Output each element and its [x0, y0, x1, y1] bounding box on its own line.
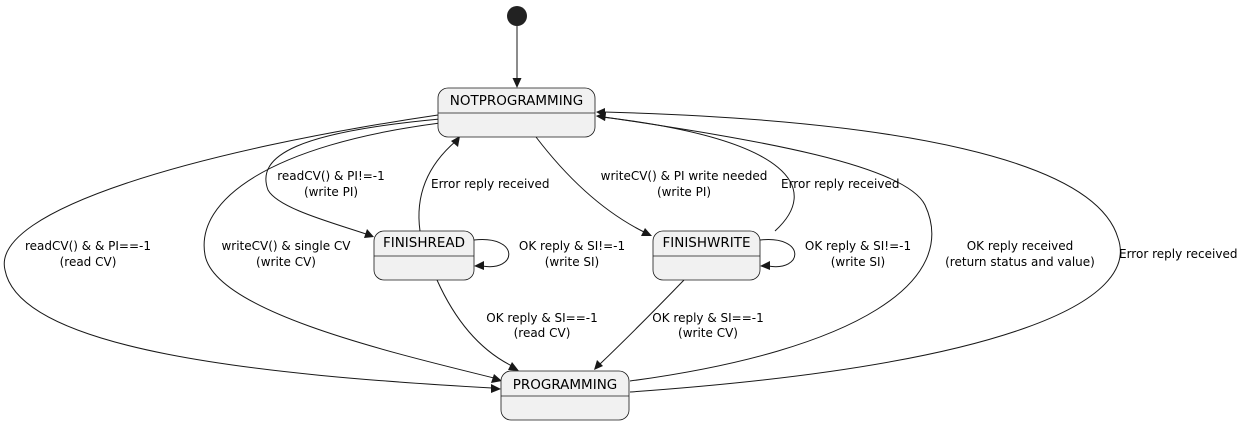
- edge-label-line: OK reply & SI==-1: [486, 311, 597, 325]
- edge-label-line: readCV() & PI!=-1: [277, 169, 385, 183]
- edge-finishwrite-to-programming: [594, 279, 685, 370]
- edge-label-line: Error reply received: [1119, 247, 1237, 261]
- initial-state-node: [507, 6, 527, 26]
- label-finishread-to-programming: OK reply & SI==-1 (read CV): [486, 311, 597, 340]
- label-finishwrite-to-notprogramming: Error reply received: [781, 177, 899, 191]
- label-programming-to-notprogramming-ok: OK reply received (return status and val…: [945, 239, 1095, 269]
- edge-notprogramming-to-finishwrite: [535, 136, 652, 236]
- label-finishwrite-self-loop: OK reply & SI!=-1 (write SI): [805, 239, 911, 269]
- edge-notprogramming-to-programming-read: [3, 114, 501, 393]
- state-programming: PROGRAMMING: [500, 370, 630, 421]
- edge-label-line: (write PI): [657, 185, 711, 199]
- label-notprogramming-to-finishwrite: writeCV() & PI write needed (write PI): [601, 169, 768, 199]
- edge-label-line: (write CV): [678, 326, 738, 340]
- state-finishread-label: FINISHREAD: [383, 235, 465, 251]
- state-finishwrite: FINISHWRITE: [652, 230, 761, 281]
- edge-label-line: (write CV): [256, 255, 316, 269]
- edge-label-line: (read CV): [514, 326, 571, 340]
- edge-label-line: (write SI): [831, 255, 886, 269]
- state-notprogramming: NOTPROGRAMMING: [437, 87, 596, 138]
- edge-label-line: (return status and value): [945, 255, 1095, 269]
- edge-label-line: (write PI): [304, 185, 358, 199]
- edge-label-line: OK reply & SI==-1: [652, 311, 763, 325]
- edge-finishread-to-programming: [436, 279, 519, 371]
- edge-initial-to-notprogramming: [512, 26, 522, 88]
- edge-label-line: OK reply & SI!=-1: [805, 239, 911, 253]
- edge-label-line: readCV() & & PI==-1: [25, 239, 151, 253]
- edge-finishread-self-loop: [473, 239, 510, 270]
- label-notprogramming-to-finishread: readCV() & PI!=-1 (write PI): [277, 169, 385, 199]
- edge-label-line: writeCV() & PI write needed: [601, 169, 768, 183]
- state-programming-label: PROGRAMMING: [513, 377, 618, 393]
- label-finishwrite-to-programming: OK reply & SI==-1 (write CV): [652, 311, 763, 340]
- edge-label-line: OK reply received: [967, 239, 1074, 253]
- edge-label-line: writeCV() & single CV: [221, 239, 351, 253]
- state-finishread: FINISHREAD: [373, 230, 475, 281]
- state-finishwrite-label: FINISHWRITE: [662, 235, 750, 251]
- edge-label-line: Error reply received: [431, 177, 549, 191]
- edge-label-line: OK reply & SI!=-1: [519, 239, 625, 253]
- label-notprogramming-to-programming-read: readCV() & & PI==-1 (read CV): [25, 239, 151, 269]
- edge-finishread-to-notprogramming: [418, 136, 460, 232]
- edge-programming-to-notprogramming-error: [596, 108, 1121, 393]
- label-finishread-to-notprogramming: Error reply received: [431, 177, 549, 191]
- edge-finishwrite-self-loop: [759, 239, 796, 270]
- state-notprogramming-label: NOTPROGRAMMING: [450, 93, 583, 109]
- edge-label-line: Error reply received: [781, 177, 899, 191]
- label-programming-to-notprogramming-error: Error reply received: [1119, 247, 1237, 261]
- edge-notprogramming-to-finishread: [265, 118, 441, 238]
- label-notprogramming-to-programming-write: writeCV() & single CV (write CV): [221, 239, 351, 269]
- edge-label-line: (read CV): [60, 255, 117, 269]
- edge-notprogramming-to-programming-write: [203, 122, 502, 383]
- edge-label-line: (write SI): [545, 255, 600, 269]
- label-finishread-self-loop: OK reply & SI!=-1 (write SI): [519, 239, 625, 269]
